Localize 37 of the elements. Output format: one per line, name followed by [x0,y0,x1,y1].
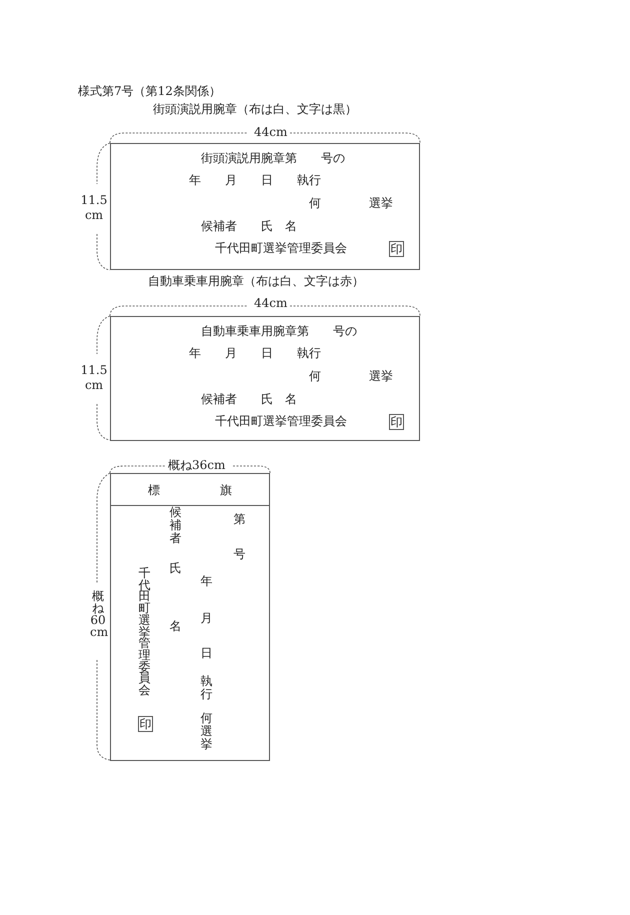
form-text: 日 [200,647,213,660]
form-text: 第 [233,513,246,526]
seal-box: 印 [389,241,404,257]
flag-box [110,473,270,761]
form-text: 執行 [200,675,213,701]
form-text: 何 選挙 [309,370,393,384]
form-text: 名 [169,620,182,633]
form-text: 街頭演説用腕章第 号の [201,152,345,166]
form-text: 自動車乗車用腕章第 号の [201,325,357,338]
dimension-label: 概ね60 cm [90,590,106,638]
armband-box [110,143,420,270]
form-text: 候補者 氏 名 [201,220,297,234]
dimension-label: 11.5 cm [80,193,108,223]
form-text: 千代田町選挙管理委員会 [215,242,347,256]
dimension-label: 44cm [254,297,288,310]
heading: 自動車乗車用腕章（布は白、文字は赤） [148,275,364,288]
form-text: 候補者 [169,506,182,545]
form-text: 号 [233,548,246,561]
form-text: 年 月 日 執行 [189,174,321,188]
dimension-label: 概ね36cm [168,459,226,472]
form-text: 何 選挙 [309,197,393,210]
form-text: 千代田町選挙管理委員会 [138,568,151,697]
form-title: 様式第7号（第12条関係） [78,85,221,98]
seal-box: 印 [389,414,404,430]
flag-header: 標 旗 [111,474,269,506]
heading: 街頭演説用腕章（布は白、文字は黒） [153,103,357,116]
dimension-label: 11.5 cm [80,363,108,393]
form-text: 何選挙 [200,712,213,751]
form-text: 氏 [169,562,182,575]
dimension-label: 44cm [254,126,288,140]
form-text: 年 月 日 執行 [189,347,321,360]
form-text: 年 [200,575,213,588]
form-text: 千代田町選挙管理委員会 [215,415,347,428]
armband-box [110,316,420,441]
seal-box: 印 [138,716,153,732]
form-text: 月 [200,612,213,625]
form-text: 候補者 氏 名 [201,393,297,406]
